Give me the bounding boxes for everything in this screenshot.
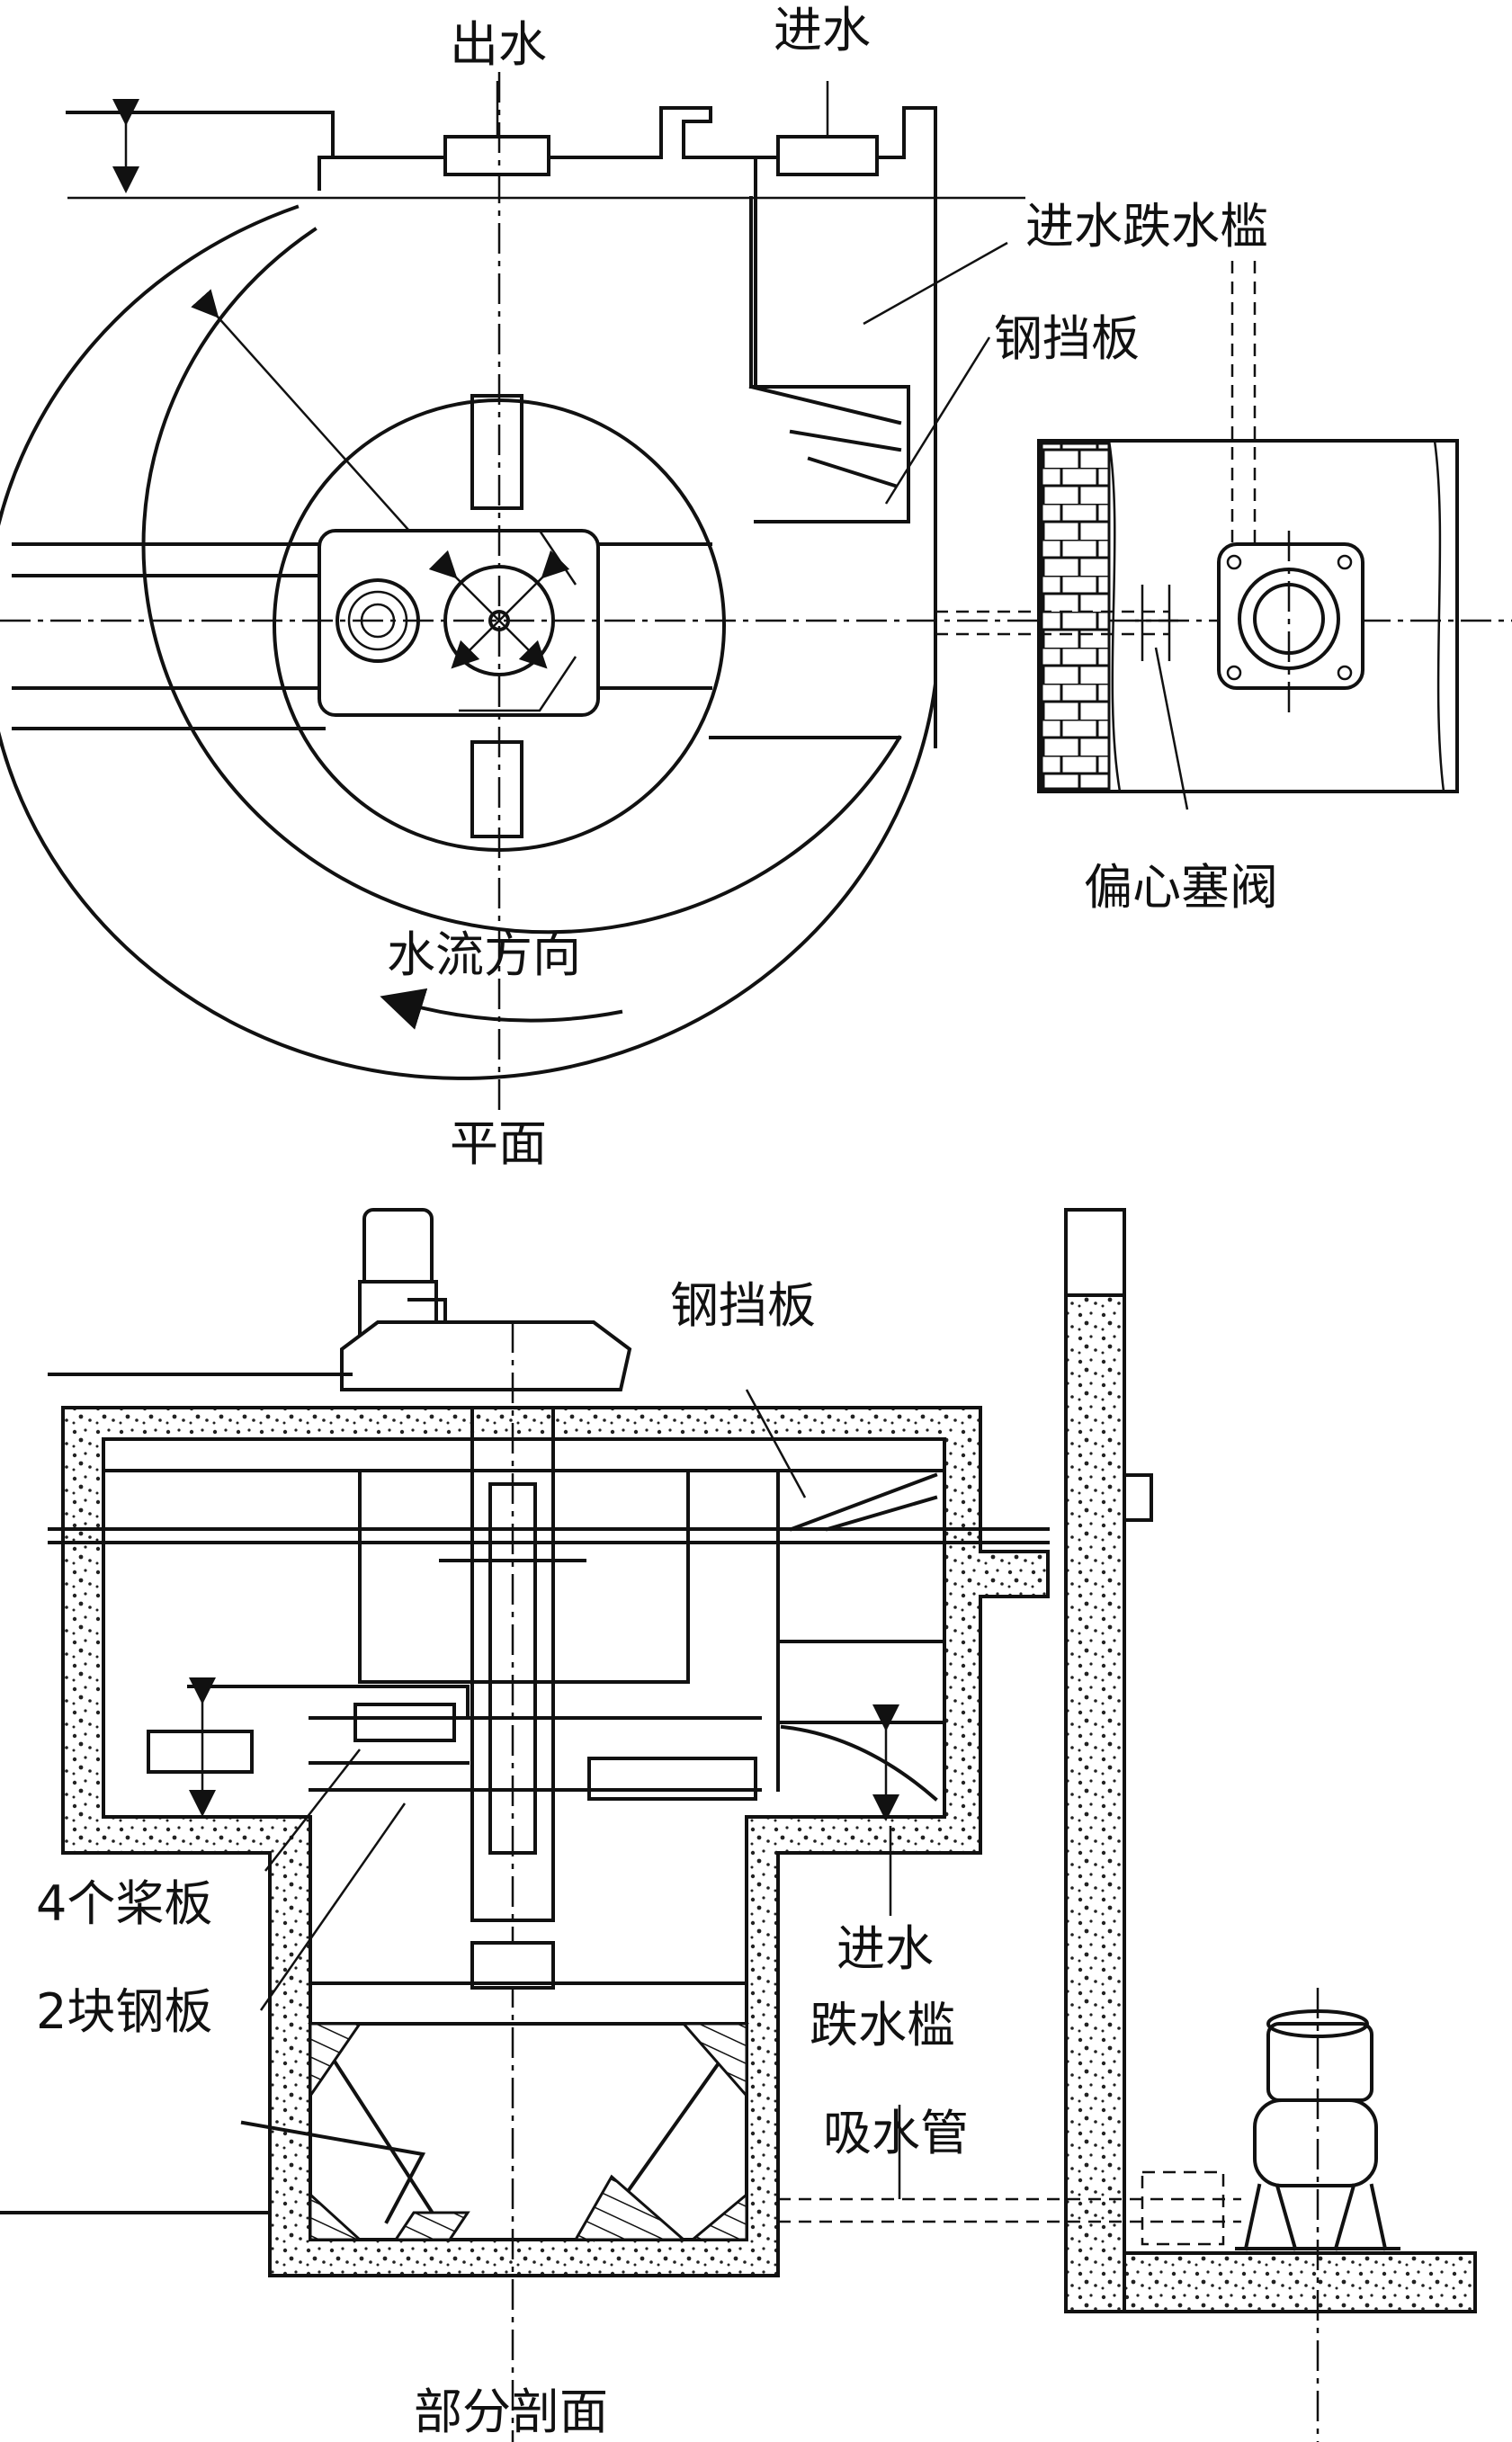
outlet-label: 出水 xyxy=(450,16,547,73)
section-view xyxy=(0,1208,1477,2442)
plan-view-title: 平面 xyxy=(450,1115,547,1172)
inlet-weir-label: 进水跌水槛 xyxy=(1025,198,1268,255)
steel-baffle-label: 钢挡板 xyxy=(994,310,1140,367)
section-view-title: 部分剖面 xyxy=(414,2384,608,2440)
section-weir-label-line2: 跌水槛 xyxy=(810,1997,955,2053)
steel-plates-label: 2块钢板 xyxy=(36,1983,212,2040)
inlet-label: 进水 xyxy=(774,2,871,58)
suction-pipe-label: 吸水管 xyxy=(823,2105,969,2161)
eccentric-plug-valve-label: 偏心塞阀 xyxy=(1084,859,1278,916)
section-weir-label-line1: 进水 xyxy=(837,1920,934,1977)
section-steel-baffle-label: 钢挡板 xyxy=(670,1277,816,1334)
flow-direction-label: 水流方向 xyxy=(387,926,581,983)
plan-view xyxy=(0,72,1512,1115)
paddles-label: 4个桨板 xyxy=(36,1875,212,1932)
